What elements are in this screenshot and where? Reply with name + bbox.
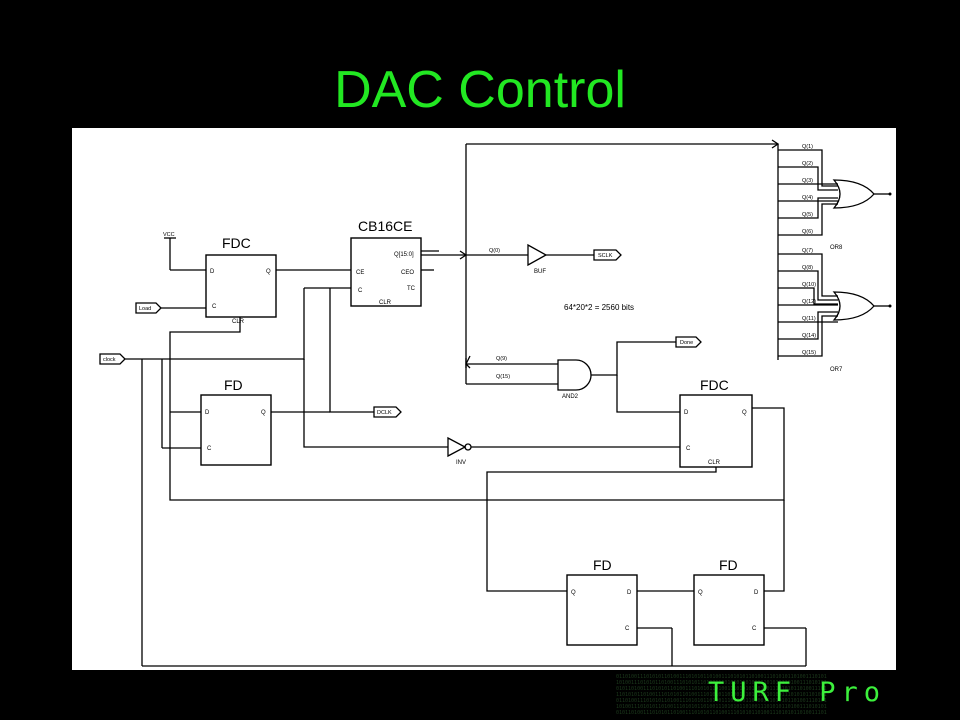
schematic-diagram: FDC D Q C CLR CB16CE CE C Q[15:0] CEO TC… [99, 139, 892, 667]
cb16ce-block: CB16CE CE C Q[15:0] CEO TC CLR [350, 218, 422, 307]
tap-label: Q(15) [802, 350, 816, 356]
fdc-top-pin-q: Q [266, 269, 271, 275]
fd-bottom-2-pin-c: C [752, 626, 757, 632]
load-label: Load [139, 306, 151, 312]
fdc-top-block: FDC D Q C CLR [205, 235, 277, 325]
inv-gate: INV [447, 436, 472, 466]
schematic-wires [125, 139, 838, 667]
dclk-output-marker: DCLK [373, 406, 402, 418]
cb16ce-pin-c: C [358, 288, 363, 294]
fd-bottom-1-pin-q: D [627, 590, 632, 596]
q0-tap-label: Q(0) [489, 248, 500, 254]
or-top-label: OR8 [830, 245, 843, 251]
fd-bottom-1-pin-d: Q [571, 590, 576, 596]
fd-bottom-2-block: FD Q D C [693, 557, 765, 646]
fd-bottom-2-label: FD [719, 557, 738, 573]
fd-bottom-2-pin-d: Q [698, 590, 703, 596]
logo-binary-pattern: 0110100111010101101001110101011010011101… [616, 674, 827, 716]
cb16ce-pin-clr: CLR [379, 300, 392, 306]
load-input-marker: Load [135, 302, 206, 314]
clock-label: clock [103, 357, 116, 363]
fd-bottom-2-pin-q: D [754, 590, 759, 596]
fdc-top-pin-clr: CLR [232, 319, 245, 325]
fdc-top-pin-c: C [212, 304, 217, 310]
bit-count-note: 64*20*2 = 2560 bits [564, 303, 634, 312]
q9-tap-label: Q(9) [496, 356, 507, 362]
tap-label: Q(14) [802, 333, 816, 339]
sclk-label: SCLK [598, 253, 613, 259]
tap-label: Q(10) [802, 282, 816, 288]
cb16ce-pin-ceo: CEO [401, 270, 414, 276]
fd-left-pin-c: C [207, 446, 212, 452]
or-gate-bottom: OR7 [830, 291, 892, 373]
tap-label: Q(12) [802, 299, 816, 305]
turf-pro-logo: 0110100111010101101001110101011010011101… [616, 672, 960, 720]
sclk-output-marker: SCLK [593, 249, 622, 261]
fd-left-pin-d: D [205, 410, 210, 416]
vcc-label: VCC [163, 232, 175, 238]
fd-bottom-1-label: FD [593, 557, 612, 573]
tap-label: Q(3) [802, 178, 813, 184]
and2-label: AND2 [562, 394, 579, 400]
fd-left-pin-q: Q [261, 410, 266, 416]
tap-label: Q(11) [802, 316, 816, 322]
vcc-marker: VCC [163, 232, 206, 271]
buf-gate: BUF [527, 243, 548, 275]
or-gate-top: OR8 [830, 179, 892, 251]
tap-label: Q(4) [802, 195, 813, 201]
dclk-label: DCLK [377, 410, 392, 416]
slide-title: DAC Control [334, 61, 626, 119]
and2-gate: AND2 [557, 359, 592, 400]
bus-tap-labels: Q(1) Q(2) Q(3) Q(4) Q(5) Q(6) Q(7) Q(8) … [802, 144, 816, 356]
fdc-right-label: FDC [700, 377, 729, 393]
fdc-right-pin-c: C [686, 446, 691, 452]
tap-label: Q(8) [802, 265, 813, 271]
cb16ce-label: CB16CE [358, 218, 412, 234]
or-bottom-label: OR7 [830, 367, 843, 373]
schematic-panel: FDC D Q C CLR CB16CE CE C Q[15:0] CEO TC… [72, 128, 896, 670]
clock-input-marker: clock [99, 353, 126, 365]
fdc-right-pin-d: D [684, 410, 689, 416]
fdc-right-pin-q: Q [742, 410, 747, 416]
fd-left-label: FD [224, 377, 243, 393]
fd-left-block: FD D Q C [200, 377, 272, 466]
tap-label: Q(2) [802, 161, 813, 167]
fd-bottom-1-block: FD Q D C [566, 557, 638, 646]
tap-label: Q(7) [802, 248, 813, 254]
done-label: Done [680, 340, 693, 346]
q15-tap-label: Q(15) [496, 374, 510, 380]
logo-text: TURF Pro [708, 677, 887, 708]
cb16ce-pin-ce: CE [356, 270, 364, 276]
tap-label: Q(5) [802, 212, 813, 218]
done-output-marker: Done [675, 336, 702, 348]
fdc-right-pin-clr: CLR [708, 460, 721, 466]
cb16ce-pin-tc: TC [407, 286, 416, 292]
cb16ce-pin-qbus: Q[15:0] [394, 252, 414, 258]
fd-bottom-1-pin-c: C [625, 626, 630, 632]
fdc-top-label: FDC [222, 235, 251, 251]
buf-label: BUF [534, 269, 546, 275]
inv-label: INV [456, 460, 466, 466]
fdc-top-pin-d: D [210, 269, 215, 275]
fdc-right-block: FDC D Q C CLR [679, 377, 753, 468]
tap-label: Q(6) [802, 229, 813, 235]
tap-label: Q(1) [802, 144, 813, 150]
